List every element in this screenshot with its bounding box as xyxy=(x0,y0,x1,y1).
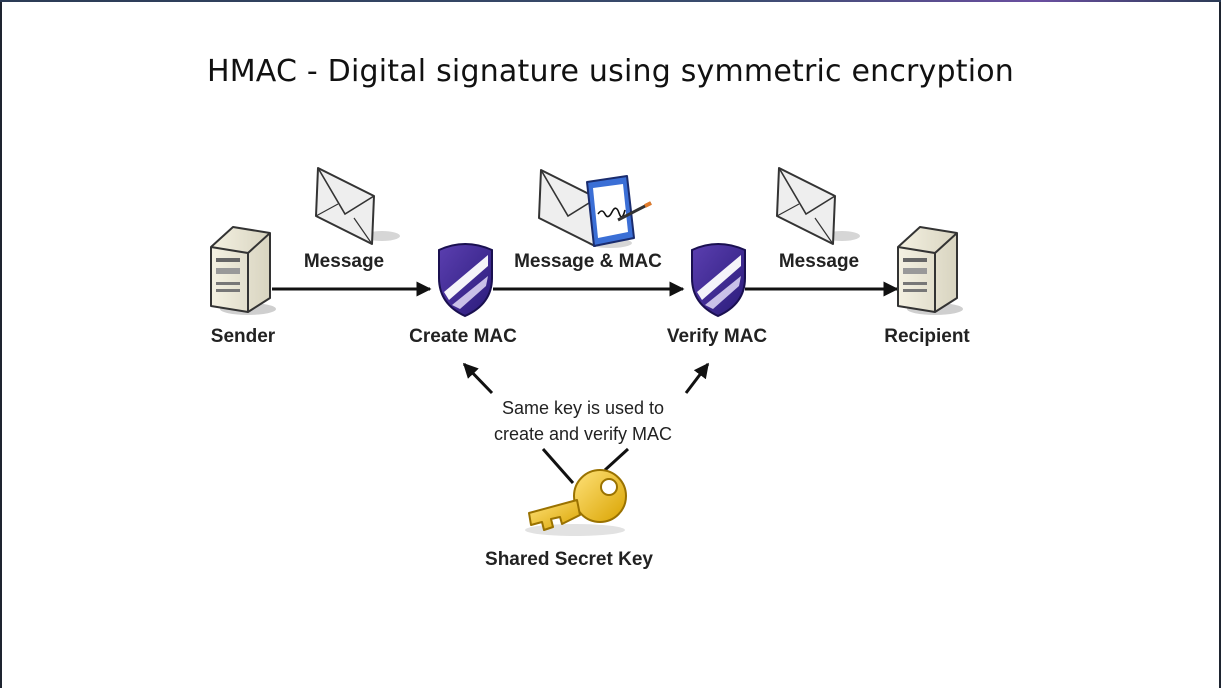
envelope-icon xyxy=(776,167,860,245)
key-connector-left xyxy=(541,448,575,484)
key-label: Shared Secret Key xyxy=(485,549,653,570)
verify-mac-shield-icon xyxy=(691,243,746,318)
arrow-key-to-create xyxy=(462,362,494,395)
arrow-key-to-verify xyxy=(684,362,710,394)
node-label-recipient: Recipient xyxy=(884,326,970,347)
node-label-create-mac: Create MAC xyxy=(409,326,517,347)
edge-label-message: Message xyxy=(779,251,859,272)
edge-label-message-and-mac: Message & MAC xyxy=(514,251,662,272)
node-label-sender: Sender xyxy=(211,326,276,347)
key-icon xyxy=(525,469,627,536)
key-connector-right xyxy=(603,447,630,472)
envelope-icon xyxy=(315,167,400,245)
node-label-verify-mac: Verify MAC xyxy=(667,326,768,347)
create-mac-shield-icon xyxy=(438,243,493,318)
note-line-1: Same key is used to xyxy=(502,398,664,418)
slide-title: HMAC - Digital signature using symmetric… xyxy=(206,54,1015,89)
note-line-2: create and verify MAC xyxy=(494,424,672,444)
top-accent-bar xyxy=(0,0,1221,2)
edge-label-message: Message xyxy=(304,251,384,272)
sender-server-icon xyxy=(210,226,276,315)
recipient-server-icon xyxy=(897,226,963,315)
signed-envelope-icon xyxy=(538,169,652,248)
